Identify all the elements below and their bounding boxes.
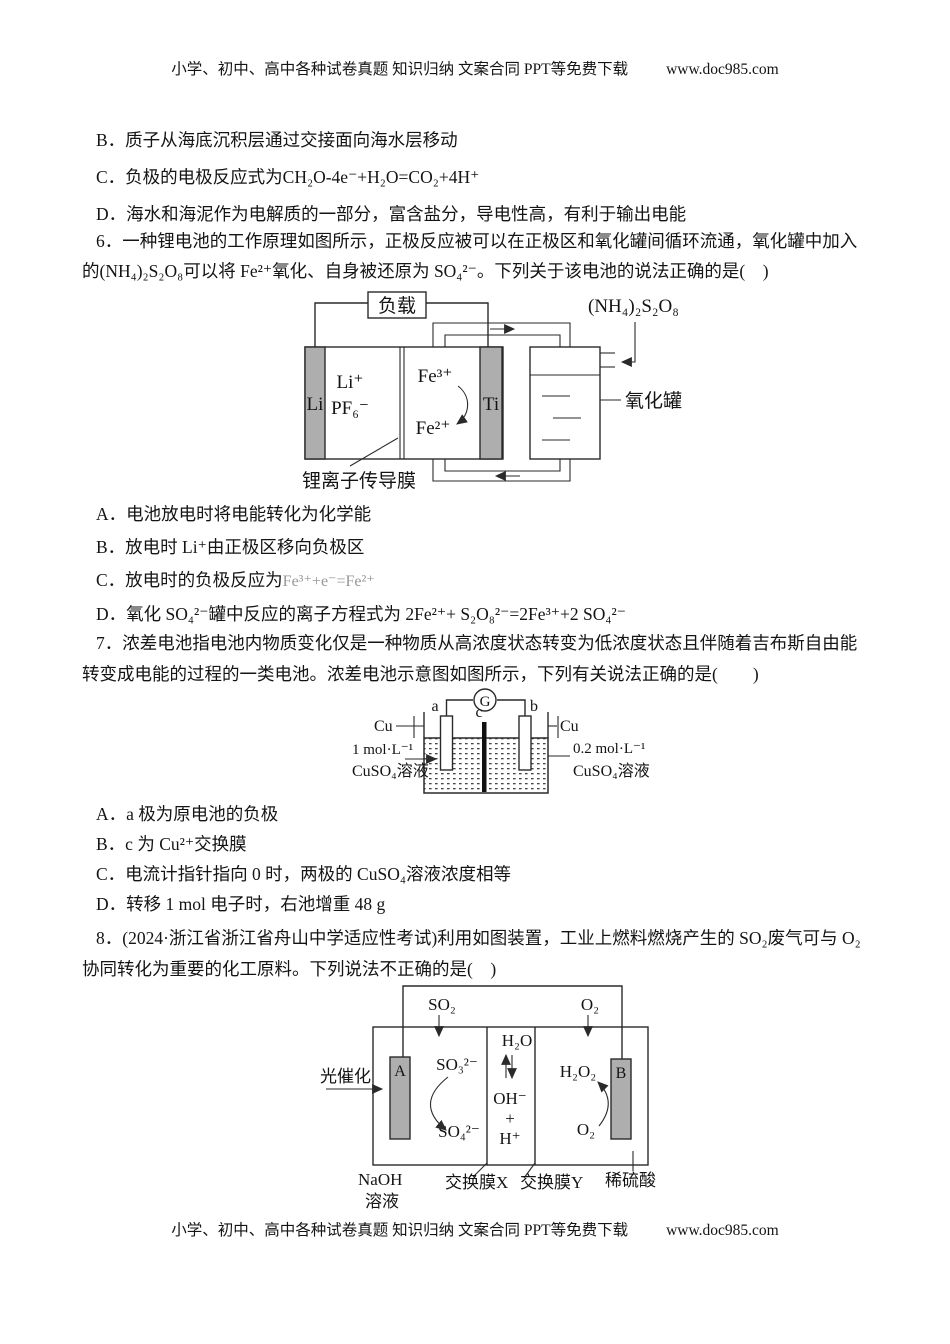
cu-electrode-right xyxy=(518,715,532,771)
footer-url: www.doc985.com xyxy=(666,1222,779,1239)
photocatalysis-label: 光催化 xyxy=(320,1067,371,1086)
q6-stem: 6．一种锂电池的工作原理如图所示，正极反应被可以在正极区和氧化罐间循环流通，氧化… xyxy=(82,226,882,286)
q6-option-b: B．放电时 Li⁺由正极区移向负极区 xyxy=(96,537,365,557)
fe2-label: Fe²⁺ xyxy=(416,418,451,439)
cu-left-label: Cu xyxy=(374,718,393,735)
q6-option-c: C．放电时的负极反应为Fe³⁺+e⁻=Fe²⁺ xyxy=(82,564,882,598)
q7-options: A．a 极为原电池的负极 B．c 为 Cu²⁺交换膜 C．电流计指针指向 0 时… xyxy=(82,799,882,919)
page-footer: 小学、初中、高中各种试卷真题 知识归纳 文案合同 PPT等免费下载 www.do… xyxy=(0,1218,950,1240)
conc-right-label: 0.2 mol·L⁻¹ xyxy=(573,741,645,757)
load-label: 负载 xyxy=(378,295,416,317)
oxidant-feed-arrow-icon xyxy=(620,322,636,367)
oxidation-tank xyxy=(529,346,615,460)
wire-right xyxy=(426,302,489,347)
naoh-label-line2: 溶液 xyxy=(365,1192,399,1211)
cell-container xyxy=(372,1026,649,1166)
q8-stem-line-1: 8．(2024·浙江省浙江省舟山中学适应性考试)利用如图装置，工业上燃料燃烧产生… xyxy=(96,928,861,948)
li-electrode xyxy=(304,346,326,460)
fe-reduction-arrow-icon xyxy=(456,385,469,425)
q7-option-a: A．a 极为原电池的负极 xyxy=(96,804,279,824)
q6-option-c-text: C．放电时的负极反应为 xyxy=(96,570,283,590)
q7-option-b: B．c 为 Cu²⁺交换膜 xyxy=(96,834,247,854)
q6-option-d: D．氧化 SO₄²⁻罐中反应的离子方程式为 2Fe²⁺+ S₂O₈²⁻=2Fe³… xyxy=(96,604,626,624)
ti-electrode xyxy=(479,346,503,460)
naoh-label-line1: NaOH xyxy=(358,1170,402,1189)
acid-label: 稀硫酸 xyxy=(605,1171,656,1190)
q7-stem: 7．浓差电池指电池内物质变化仅是一种物质从高浓度状态转变为低浓度状态且伴随着吉布… xyxy=(82,628,882,690)
galvanometer-label: G xyxy=(480,694,491,710)
outer-wire xyxy=(402,985,623,1059)
oh-label: OH⁻ xyxy=(493,1089,527,1108)
q5-option-c: C．负极的电极反应式为CH₂O-4e⁻+H₂O=CO₂+4H⁺ xyxy=(96,167,480,187)
q5-option-b: B．质子从海底沉积层通过交接面向海水层移动 xyxy=(96,130,458,150)
conc-left-label: 1 mol·L⁻¹ xyxy=(352,742,413,758)
h2o-label: H₂O xyxy=(502,1031,532,1050)
h2o2-label: H₂O₂ xyxy=(560,1062,596,1081)
q7-stem-line-2: 转变成电能的过程的一类电池。浓差电池示意图如图所示，下列有关说法正确的是( ) xyxy=(82,664,759,684)
page-header: 小学、初中、高中各种试卷真题 知识归纳 文案合同 PPT等免费下载 www.do… xyxy=(0,57,950,79)
membrane-x-leader xyxy=(472,1162,488,1178)
cu-electrode-left xyxy=(439,715,454,771)
o2-h2o2-arrow-icon xyxy=(597,1081,609,1127)
o2-right-label: O₂ xyxy=(577,1120,595,1139)
membrane-y-label: 交换膜Y xyxy=(520,1173,583,1192)
footer-text: 小学、初中、高中各种试卷真题 知识归纳 文案合同 PPT等免费下载 xyxy=(171,1222,629,1239)
wire-left xyxy=(314,302,368,347)
wire-a xyxy=(445,699,473,716)
cu-right-label: Cu xyxy=(560,718,579,735)
q6-stem-line-1: 6．一种锂电池的工作原理如图所示，正极反应被可以在正极区和氧化罐间循环流通，氧化… xyxy=(96,231,858,251)
q5-option-d: D．海水和海泥作为电解质的一部分，富含盐分，导电性高，有利于输出电能 xyxy=(96,204,687,224)
solution-right-label: CuSO₄溶液 xyxy=(573,762,650,780)
wire-b xyxy=(497,699,526,716)
q8-so2-o2-cell-diagram: SO₂ O₂ 光催化 A B SO₃²⁻ SO₄²⁻ H₂O OH⁻ + H⁺ … xyxy=(320,985,656,1211)
header-text: 小学、初中、高中各种试卷真题 知识归纳 文案合同 PPT等免费下载 xyxy=(171,61,629,78)
so3-label: SO₃²⁻ xyxy=(436,1055,478,1074)
header-url: www.doc985.com xyxy=(666,61,779,78)
q7-concentration-cell-diagram: G a b c Cu 1 mol·L⁻¹ CuSO₄溶液 Cu 0.2 mol·… xyxy=(352,688,650,794)
ti-electrode-label: Ti xyxy=(483,394,499,415)
so3-so4-arrow-icon xyxy=(430,1076,449,1131)
membrane-c-bar xyxy=(482,722,487,792)
electrode-a-label: a xyxy=(431,698,438,715)
solution-left-label: CuSO₄溶液 xyxy=(352,762,429,780)
q7-option-c: C．电流计指针指向 0 时，两极的 CuSO₄溶液浓度相等 xyxy=(96,864,511,884)
pipe-bottom xyxy=(432,459,571,482)
q5-options: B．质子从海底沉积层通过交接面向海水层移动 C．负极的电极反应式为CH₂O-4e… xyxy=(82,122,882,233)
tank-label: 氧化罐 xyxy=(625,390,682,412)
membrane-y-leader xyxy=(523,1162,536,1179)
electrode-b xyxy=(610,1058,632,1140)
q7-stem-line-1: 7．浓差电池指电池内物质变化仅是一种物质从高浓度状态转变为低浓度状态且伴随着吉布… xyxy=(96,633,858,653)
membrane-x-label: 交换膜X xyxy=(445,1173,508,1192)
membrane-leader-line xyxy=(349,437,399,467)
h-label: H⁺ xyxy=(499,1129,520,1148)
q6-stem-line-2: 的(NH₄)₂S₂O₈可以将 Fe²⁺氧化、自身被还原为 SO₄²⁻。下列关于该… xyxy=(82,261,769,281)
q7-option-d: D．转移 1 mol 电子时，右池增重 48 g xyxy=(96,894,386,914)
q6-lithium-battery-diagram: 负载 Li Li⁺ PF₆⁻ Fe³⁺ Fe²⁺ Ti xyxy=(302,291,682,492)
o2-inlet-label: O₂ xyxy=(581,995,599,1014)
oxidant-label: (NH₄)₂S₂O₈ xyxy=(588,296,679,317)
electrode-a-label: A xyxy=(394,1063,406,1080)
li-electrode-label: Li xyxy=(307,394,324,415)
pipe-top xyxy=(432,322,571,347)
membrane-c-label: c xyxy=(475,704,482,721)
electrode-a xyxy=(389,1056,411,1140)
q6-option-c-formula: Fe³⁺+e⁻=Fe²⁺ xyxy=(282,573,375,590)
q8-stem: 8．(2024·浙江省浙江省舟山中学适应性考试)利用如图装置，工业上燃料燃烧产生… xyxy=(82,923,882,985)
galvanometer xyxy=(473,688,497,712)
plus-label: + xyxy=(505,1109,515,1128)
so2-inlet-label: SO₂ xyxy=(428,995,456,1014)
so4-label: SO₄²⁻ xyxy=(438,1122,480,1141)
q6-option-a: A．电池放电时将电能转化为化学能 xyxy=(96,504,372,524)
membrane-label: 锂离子传导膜 xyxy=(302,470,416,492)
q6-options: A．电池放电时将电能转化为化学能 B．放电时 Li⁺由正极区移向负极区 C．放电… xyxy=(82,498,882,631)
electrode-b-label: B xyxy=(616,1065,627,1082)
electrode-b-label: b xyxy=(530,698,538,715)
load-box xyxy=(367,291,427,319)
fe3-label: Fe³⁺ xyxy=(418,366,453,387)
q8-stem-line-2: 协同转化为重要的化工原料。下列说法不正确的是( ) xyxy=(82,959,497,979)
electrolyte-anion: PF₆⁻ xyxy=(331,398,369,419)
electrolyte-cation: Li⁺ xyxy=(337,372,364,393)
